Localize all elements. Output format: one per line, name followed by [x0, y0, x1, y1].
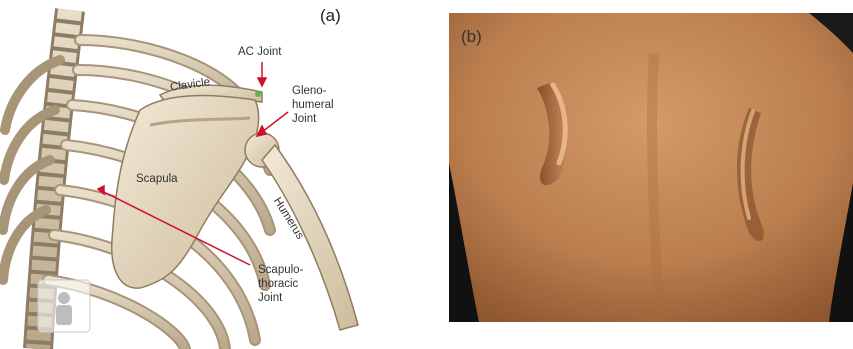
panel-label-b: (b)	[461, 27, 482, 47]
skeleton-drawing	[0, 0, 370, 349]
back-photo	[449, 13, 853, 322]
scapula-bone	[112, 96, 259, 289]
scapula-label: Scapula	[136, 172, 178, 186]
scapulothoracic-joint-label: Scapulo- thoracic Joint	[258, 263, 303, 305]
ac-joint-marker	[255, 91, 261, 97]
ac-joint-label: AC Joint	[238, 45, 281, 59]
logo-box	[38, 280, 90, 332]
glenohumeral-joint-label: Gleno- humeral Joint	[292, 84, 334, 126]
panel-label-a: (a)	[320, 6, 341, 26]
panel-a-skeleton-illustration: (a) AC Joint Clavicle Gleno- humeral Joi…	[0, 0, 370, 349]
panel-b-back-photo: (b)	[449, 13, 853, 322]
